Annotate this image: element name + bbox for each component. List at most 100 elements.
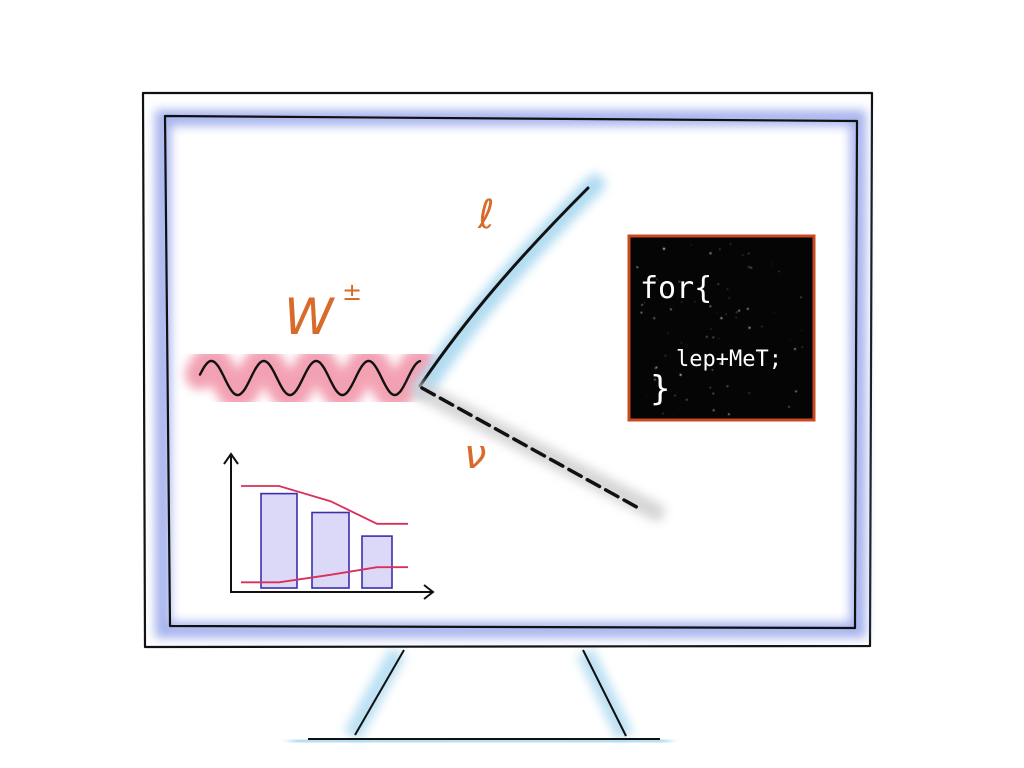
- star-dot: [705, 336, 708, 338]
- star-dot: [801, 346, 803, 348]
- star-dot: [748, 252, 750, 255]
- neutrino-label: ν: [464, 432, 486, 478]
- star-dot: [800, 296, 802, 298]
- star-dot: [758, 351, 760, 354]
- stand-base-glow: [289, 729, 671, 753]
- star-dot: [686, 399, 688, 401]
- star-dot: [662, 246, 664, 247]
- chart-x-arrow: [423, 584, 435, 600]
- monitor-frame: [141, 91, 874, 649]
- star-dot: [664, 355, 666, 357]
- star-dot: [646, 394, 647, 396]
- code-box: for{ lep+MeT; }: [627, 234, 816, 422]
- chart-envelope-upper: [241, 485, 408, 525]
- star-dot: [662, 412, 664, 415]
- stand-right-leg: [582, 649, 627, 737]
- star-dot: [653, 317, 656, 320]
- star-dot: [709, 386, 711, 389]
- star-dot: [678, 280, 681, 283]
- chart-y-arrow: [223, 452, 239, 465]
- w-boson-wave: [185, 345, 435, 411]
- star-dot: [674, 394, 676, 397]
- star-dot: [681, 301, 683, 303]
- star-dot: [778, 270, 780, 272]
- monitor-outline: [141, 91, 874, 649]
- star-dot: [750, 267, 753, 269]
- wave-line: [198, 359, 422, 397]
- star-dot: [711, 369, 713, 371]
- star-dot: [801, 330, 803, 331]
- star-dot: [712, 392, 715, 395]
- w-boson-charge-label: ±: [342, 278, 362, 306]
- code-line-1: for{: [640, 271, 712, 306]
- star-dot: [694, 301, 696, 302]
- star-dot: [773, 312, 775, 313]
- star-dot: [679, 373, 682, 376]
- star-dot: [690, 244, 692, 246]
- star-dot: [720, 317, 723, 320]
- star-dot: [636, 266, 639, 269]
- star-dot: [665, 293, 667, 294]
- star-dot: [742, 254, 744, 256]
- star-dot: [654, 367, 657, 370]
- star-dot: [725, 313, 727, 315]
- code-line-2: lep+MeT;: [676, 347, 782, 372]
- chart-bar: [361, 535, 393, 589]
- code-line-3: }: [650, 369, 670, 409]
- code-box-stars: [636, 243, 803, 416]
- code-box-background: [627, 234, 816, 422]
- star-dot: [735, 317, 737, 318]
- star-dot: [670, 308, 672, 311]
- chart-envelope-lower: [241, 566, 408, 584]
- star-dot: [710, 328, 712, 330]
- star-dot: [656, 278, 658, 281]
- star-dot: [716, 312, 718, 314]
- mini-bar-chart: [223, 452, 435, 600]
- star-dot: [662, 247, 666, 250]
- star-dot: [790, 339, 791, 341]
- star-dot: [667, 332, 669, 334]
- star-dot: [679, 407, 681, 409]
- star-dot: [709, 305, 712, 308]
- star-dot: [703, 278, 705, 280]
- screen-outline: [163, 114, 859, 630]
- lepton-track: [414, 174, 605, 398]
- star-dot: [726, 288, 729, 290]
- star-dot: [736, 311, 738, 313]
- neutrino-line: [420, 386, 644, 512]
- star-dot: [655, 366, 658, 369]
- star-dot: [788, 406, 790, 408]
- star-dot: [748, 392, 750, 394]
- neutrino-track: [411, 381, 665, 521]
- star-dot: [712, 336, 715, 339]
- star-dot: [738, 309, 741, 312]
- star-dot: [728, 297, 730, 299]
- star-dot: [681, 342, 683, 344]
- star-dot: [719, 362, 722, 365]
- lepton-label: ℓ: [477, 192, 495, 238]
- star-dot: [795, 390, 797, 393]
- star-dot: [794, 348, 796, 350]
- stand-left-leg: [354, 649, 405, 736]
- star-dot: [640, 311, 643, 314]
- w-boson-label: W: [284, 288, 335, 346]
- chart-bar: [260, 492, 298, 589]
- star-dot: [761, 326, 763, 328]
- star-dot: [712, 409, 715, 412]
- chart-axes: [230, 456, 432, 593]
- star-dot: [728, 413, 730, 416]
- star-dot: [641, 304, 643, 306]
- star-dot: [746, 308, 749, 310]
- star-dot: [726, 385, 729, 388]
- monitor-stand: [289, 647, 671, 753]
- star-dot: [709, 252, 712, 255]
- star-dot: [643, 302, 645, 304]
- star-dot: [718, 338, 720, 340]
- star-dot: [719, 248, 721, 250]
- star-dot: [748, 326, 751, 329]
- star-dot: [771, 263, 773, 265]
- star-dot: [653, 378, 657, 381]
- star-dot: [748, 266, 750, 268]
- lepton-line: [418, 186, 590, 388]
